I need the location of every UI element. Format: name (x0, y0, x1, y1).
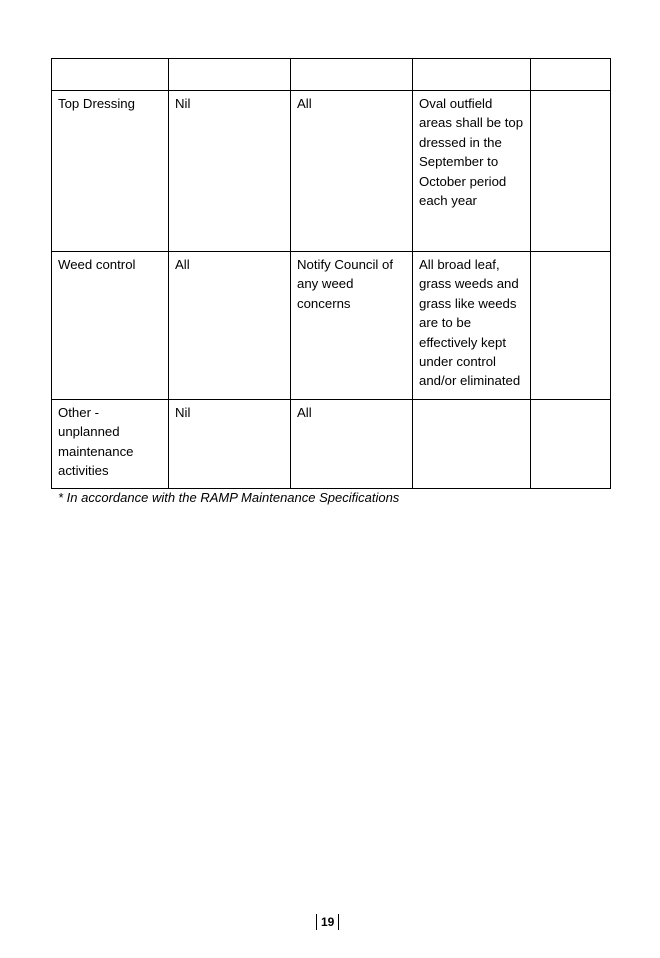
table-cell: All (290, 90, 413, 252)
maintenance-table: Top Dressing Nil All Oval outfield areas… (51, 58, 611, 489)
table-cell (168, 58, 291, 91)
table-cell (530, 58, 611, 91)
table-footnote: * In accordance with the RAMP Maintenanc… (58, 490, 400, 505)
page-number: 19 (316, 914, 340, 930)
table-cell: Oval outfield areas shall be top dressed… (412, 90, 531, 252)
table-cell (530, 399, 611, 489)
table-cell-activity: Weed control (51, 251, 169, 400)
table-cell (51, 58, 169, 91)
table-row-other-unplanned: Other - unplanned maintenance activities… (51, 399, 611, 489)
table-row-top-dressing: Top Dressing Nil All Oval outfield areas… (51, 90, 611, 252)
table-cell (412, 58, 531, 91)
table-cell-activity: Top Dressing (51, 90, 169, 252)
table-cell (290, 58, 413, 91)
table-cell: Nil (168, 90, 291, 252)
table-cell: Nil (168, 399, 291, 489)
table-cell (412, 399, 531, 489)
table-cell (530, 90, 611, 252)
table-row-weed-control: Weed control All Notify Council of any w… (51, 251, 611, 400)
table-cell (530, 251, 611, 400)
table-cell: All (168, 251, 291, 400)
table-cell: Notify Council of any weed concerns (290, 251, 413, 400)
table-cell-activity: Other - unplanned maintenance activities (51, 399, 169, 489)
table-cell: All broad leaf, grass weeds and grass li… (412, 251, 531, 400)
table-row-blank (51, 58, 611, 91)
table-cell: All (290, 399, 413, 489)
